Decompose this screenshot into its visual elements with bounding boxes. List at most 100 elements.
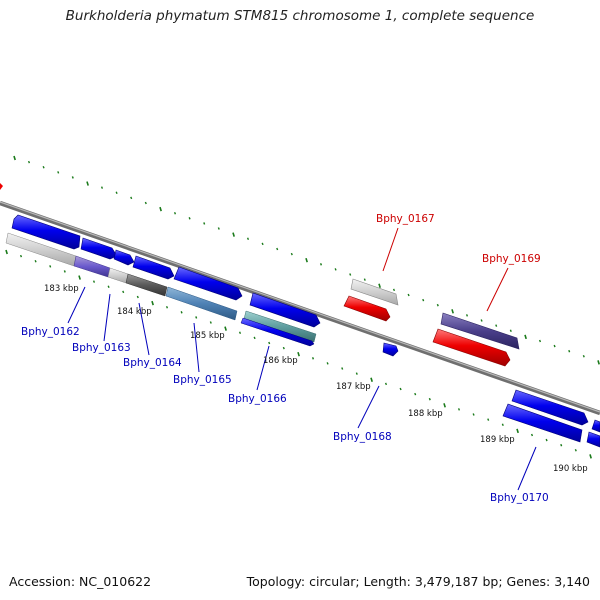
minor-tick	[538, 339, 542, 343]
map-title: Burkholderia phymatum STM815 chromosome …	[65, 8, 535, 24]
kbp-label: 185 kbp	[190, 331, 225, 341]
gene-arrow[interactable]	[240, 317, 315, 347]
chromosome-backbone-highlight	[0, 201, 600, 413]
minor-tick	[553, 344, 556, 348]
gene-arrow[interactable]	[586, 431, 600, 448]
minor-tick	[115, 191, 118, 195]
minor-tick	[276, 247, 279, 251]
gene-arrow-partial[interactable]	[0, 183, 3, 190]
gene-label[interactable]: Bphy_0169	[482, 253, 541, 265]
minor-tick	[465, 314, 469, 317]
feature-block[interactable]	[73, 255, 111, 278]
minor-tick	[209, 321, 212, 324]
gene-arrow[interactable]	[440, 312, 520, 350]
label-leader-lines	[67, 227, 537, 491]
minor-tick	[246, 237, 250, 241]
minor-tick	[63, 270, 66, 273]
minor-tick	[545, 438, 548, 442]
minor-tick	[71, 176, 74, 179]
minor-tick	[428, 397, 431, 401]
gene-labels: Bphy_0162 Bphy_0163 Bphy_0164 Bphy_0165 …	[21, 213, 549, 504]
minor-tick	[560, 443, 563, 447]
minor-tick	[334, 268, 337, 271]
gene-label[interactable]: Bphy_0165	[173, 374, 232, 386]
gene-label[interactable]: Bphy_0164	[123, 357, 182, 369]
feature-block[interactable]	[165, 286, 238, 321]
major-tick	[297, 351, 300, 357]
major-tick	[516, 428, 519, 434]
kbp-label: 187 kbp	[336, 382, 371, 392]
minor-tick	[457, 408, 461, 411]
gene-arrow[interactable]	[343, 295, 391, 322]
minor-tick	[422, 298, 425, 302]
minor-tick	[480, 319, 483, 322]
kbp-label: 188 kbp	[408, 409, 443, 419]
major-tick	[378, 283, 381, 288]
feature-block[interactable]	[107, 267, 129, 284]
minor-tick	[203, 222, 206, 225]
gene-label[interactable]: Bphy_0168	[333, 431, 392, 443]
kbp-scale-labels: 183 kbp 184 kbp 185 kbp 186 kbp 187 kbp …	[44, 284, 588, 474]
major-tick	[5, 249, 8, 255]
minor-tick	[122, 290, 125, 294]
minor-tick	[261, 242, 264, 246]
chromosome-backbone	[0, 200, 600, 416]
minor-tick	[414, 392, 417, 396]
minor-tick	[180, 311, 183, 314]
major-tick	[524, 334, 527, 340]
gene-arrow[interactable]	[432, 328, 511, 367]
tick-row-lower	[5, 249, 592, 459]
gene-arrow[interactable]	[173, 266, 243, 301]
gene-arrow[interactable]	[382, 342, 399, 357]
minor-tick	[363, 278, 366, 281]
minor-tick	[130, 196, 133, 200]
minor-tick	[530, 433, 534, 437]
gene-label[interactable]: Bphy_0163	[72, 342, 131, 354]
major-tick	[78, 275, 81, 280]
kbp-label: 184 kbp	[117, 307, 152, 317]
minor-tick	[495, 324, 498, 327]
minor-tick	[407, 293, 410, 297]
minor-tick	[19, 254, 23, 258]
minor-tick	[188, 217, 191, 220]
major-tick	[13, 155, 16, 161]
gene-arrow[interactable]	[249, 292, 321, 328]
feature-block[interactable]	[125, 273, 168, 297]
gene-arrow[interactable]	[11, 214, 81, 250]
major-tick	[232, 232, 235, 237]
minor-tick	[27, 160, 31, 164]
gene-label[interactable]: Bphy_0166	[228, 393, 287, 405]
minor-tick	[355, 372, 358, 375]
gene-arrow[interactable]	[80, 237, 118, 260]
major-tick	[597, 360, 600, 365]
minor-tick	[165, 305, 169, 309]
minor-tick	[472, 413, 475, 416]
minor-tick	[253, 336, 256, 340]
minor-tick	[57, 171, 60, 174]
major-tick	[305, 257, 308, 263]
gene-arrow[interactable]	[502, 403, 583, 443]
gene-label[interactable]: Bphy_0167	[376, 213, 435, 225]
feature-block[interactable]	[243, 310, 317, 343]
minor-tick	[509, 329, 512, 332]
gene-arrow[interactable]	[511, 389, 589, 426]
gene-label[interactable]: Bphy_0162	[21, 326, 80, 338]
minor-tick	[392, 288, 396, 292]
gene-label[interactable]: Bphy_0170	[490, 492, 549, 504]
minor-tick	[173, 211, 177, 215]
minor-tick	[399, 387, 402, 391]
gene-arrow[interactable]	[132, 255, 175, 280]
major-tick	[159, 206, 162, 212]
minor-tick	[319, 263, 323, 266]
gene-arrow[interactable]	[113, 249, 135, 266]
minor-tick	[582, 355, 585, 358]
accession-text: Accession: NC_010622	[9, 574, 152, 589]
major-tick	[443, 403, 446, 408]
topology-text: Topology: circular; Length: 3,479,187 bp…	[246, 574, 590, 589]
minor-tick	[341, 367, 344, 370]
gene-arrow[interactable]	[591, 419, 600, 433]
gene-arrow[interactable]	[350, 278, 399, 306]
minor-tick	[501, 423, 504, 426]
kbp-label: 189 kbp	[480, 435, 515, 445]
